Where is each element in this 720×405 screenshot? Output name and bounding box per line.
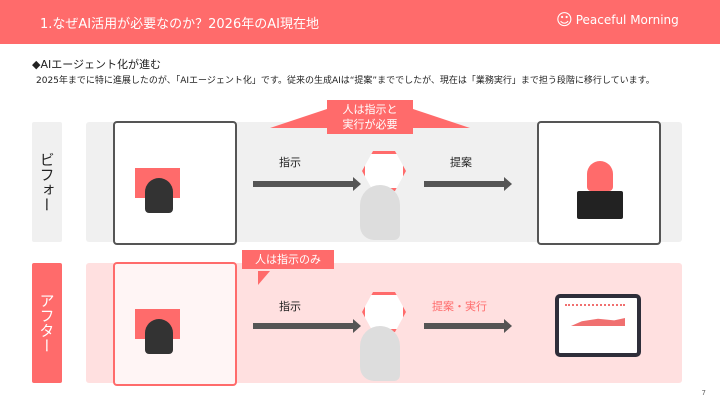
instruction-label: 指示	[279, 156, 301, 169]
proposal-execution-label: 提案・実行	[432, 300, 487, 313]
callout-pointer	[258, 271, 270, 285]
proposal-label: 提案	[450, 156, 472, 169]
header-bar	[0, 0, 720, 44]
ai-brain-icon	[362, 151, 406, 191]
section-description: 2025年までに特に進展したのが、「AIエージェント化」です。従来の生成AIは“…	[36, 76, 655, 86]
after-label: アフター	[32, 263, 62, 383]
person-with-laptop-illustration	[537, 121, 661, 245]
section-heading: ◆AIエージェント化が進む	[32, 58, 162, 71]
page-number: 7	[701, 389, 706, 397]
before-label: ビフォー	[32, 122, 62, 242]
person-icon	[145, 319, 173, 354]
person-at-computer-illustration	[113, 121, 237, 245]
robot-icon: ☺	[556, 10, 573, 29]
head-icon	[360, 326, 400, 381]
logo-text: Peaceful Morning	[575, 12, 679, 27]
person-icon	[587, 161, 613, 191]
text-lines	[565, 304, 625, 312]
proposal-arrow	[424, 177, 512, 191]
after-callout: 人は指示のみ	[242, 250, 334, 269]
head-icon	[360, 185, 400, 240]
instruction-label: 指示	[279, 300, 301, 313]
proposal-execution-arrow	[424, 319, 512, 333]
instruction-arrow	[253, 319, 361, 333]
dashboard-tablet-illustration	[555, 294, 641, 357]
area-chart-icon	[571, 318, 625, 326]
slide-title: 1.なぜAI活用が必要なのか？2026年のAI現在地	[40, 17, 319, 32]
instruction-arrow	[253, 177, 361, 191]
person-at-computer-illustration	[113, 262, 237, 386]
before-callout: 人は指示と 実行が必要	[327, 100, 413, 134]
laptop-icon	[577, 191, 623, 219]
person-icon	[145, 178, 173, 213]
logo: ☺Peaceful Morning	[556, 10, 679, 29]
